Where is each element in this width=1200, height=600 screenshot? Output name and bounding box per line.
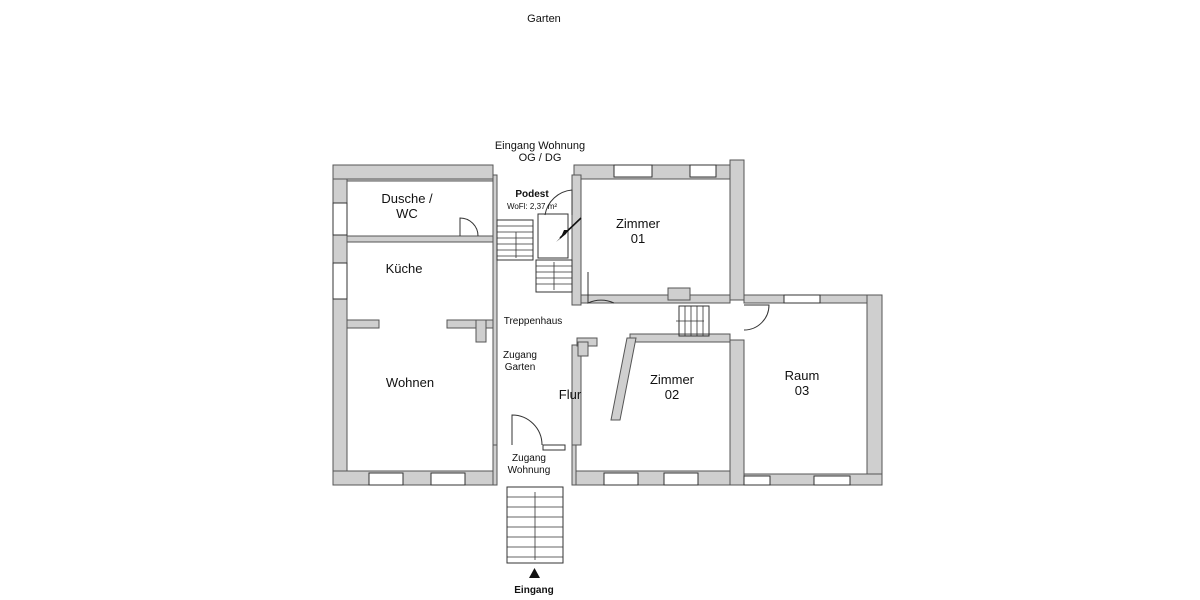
stair-east-wall	[571, 174, 582, 306]
column	[577, 341, 589, 357]
window-room03-2	[813, 475, 851, 486]
label-landing-title: Podest	[515, 189, 549, 200]
stair-west-wall	[492, 174, 498, 446]
label-apartment-access-1: Zugang	[512, 453, 546, 464]
stair-well-box	[537, 213, 569, 259]
entrance-stair	[506, 486, 564, 564]
window-room02-1	[603, 472, 639, 486]
label-room02-1: Zimmer	[650, 372, 695, 387]
door-apartment	[511, 414, 543, 446]
label-hall: Flur	[559, 387, 582, 402]
window-kitchen	[332, 262, 348, 300]
windows	[332, 164, 851, 486]
window-living-1	[368, 472, 404, 486]
window-room03-north	[783, 294, 821, 304]
label-stairwell: Treppenhaus	[504, 316, 563, 327]
label-room01-1: Zimmer	[616, 216, 661, 231]
east-wall-lower	[729, 339, 745, 486]
window-room01-2	[689, 164, 717, 178]
label-living: Wohnen	[386, 375, 434, 390]
label-entrance: Eingang	[514, 585, 553, 596]
south-wall-left	[332, 470, 494, 486]
door-room01	[587, 272, 615, 304]
annex-east-wall	[866, 294, 883, 486]
label-apartment-access-2: Wohnung	[508, 465, 551, 476]
label-shower-1: Dusche /	[381, 191, 433, 206]
window-living-2	[430, 472, 466, 486]
shower-top-line	[346, 178, 494, 182]
label-landing-area: WoFl: 2,37 m²	[507, 202, 557, 211]
label-room01-2: 01	[631, 231, 645, 246]
window-access	[542, 444, 566, 451]
kitchen-living-wall-right	[446, 319, 494, 329]
stair-right-run	[535, 259, 573, 293]
chimney	[667, 287, 691, 301]
direction-arrow-shaft	[559, 217, 582, 239]
north-wall-right	[573, 164, 745, 180]
label-garden-access-1: Zugang	[503, 350, 537, 361]
window-shower	[332, 202, 348, 236]
wall-stub	[475, 319, 487, 343]
stair-left-run	[496, 219, 534, 261]
door-shower	[459, 217, 479, 237]
label-shower-2: WC	[396, 206, 418, 221]
label-garden-access-2: Garten	[505, 362, 536, 373]
label-room03-1: Raum	[785, 368, 820, 383]
east-wall-upper	[729, 159, 745, 301]
south-wall-right	[573, 470, 745, 486]
label-garden: Garten	[527, 13, 561, 25]
room01-south-wall	[580, 294, 731, 304]
north-wall-left	[332, 164, 494, 180]
stairs	[496, 213, 710, 564]
label-room03-2: 03	[795, 383, 809, 398]
access-east-wall	[571, 444, 577, 486]
triangle-up-icon	[529, 568, 540, 578]
window-room01-1	[613, 164, 653, 178]
label-room02-2: 02	[665, 387, 679, 402]
window-room02-2	[663, 472, 699, 486]
access-west-wall	[492, 444, 498, 486]
room02-slanted-wall	[610, 337, 637, 421]
doors	[459, 189, 770, 446]
kitchen-living-wall-left	[346, 319, 380, 329]
window-room03-1	[743, 475, 771, 486]
label-entrance-upper-2: OG / DG	[519, 152, 562, 164]
door-room03	[743, 304, 770, 331]
room02-north-wall	[629, 333, 731, 343]
shower-south-wall	[346, 235, 494, 243]
label-entrance-upper-1: Eingang Wohnung	[495, 140, 585, 152]
door-landing	[544, 189, 573, 216]
label-kitchen: Küche	[386, 261, 423, 276]
